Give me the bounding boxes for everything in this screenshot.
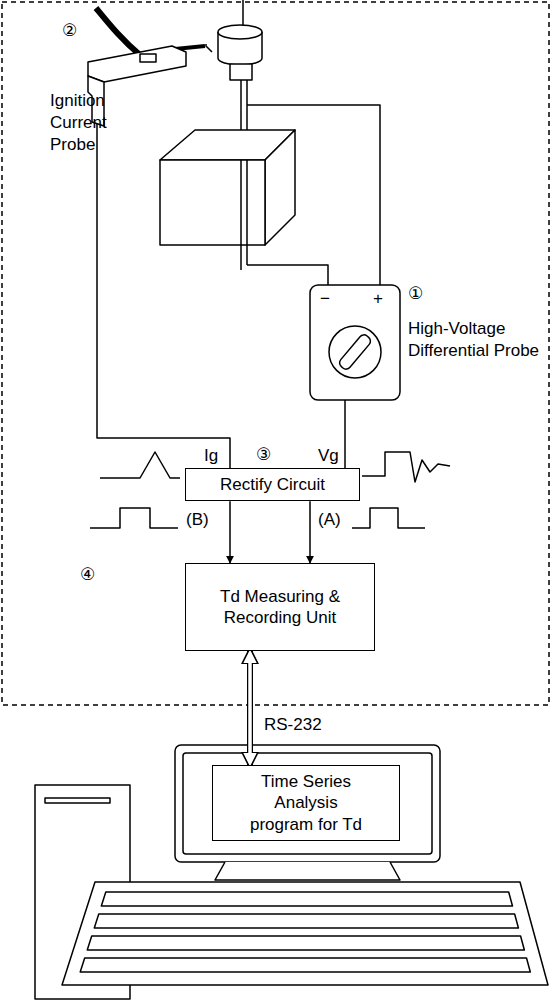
differential-probe-body <box>310 285 400 400</box>
terminal-sign: − <box>320 288 330 310</box>
arrow-core <box>248 661 252 755</box>
key-row <box>94 914 518 928</box>
signal-arrow <box>229 501 231 563</box>
drive-slot <box>45 798 110 803</box>
probe-wire <box>247 265 328 285</box>
edge-label: (A) <box>318 509 341 531</box>
callout-number: ③ <box>256 444 271 466</box>
keyboard <box>62 882 548 985</box>
td-measuring-unit-box: Td Measuring & Recording Unit <box>185 563 375 651</box>
key-row <box>80 958 530 972</box>
keyboard-rows <box>80 892 530 972</box>
probe-cable <box>96 8 140 55</box>
voltage-signal-wire <box>344 400 346 468</box>
system-boundary <box>2 2 549 705</box>
a-pulse <box>352 508 425 528</box>
monitor-screen <box>183 753 432 854</box>
signal-name: Ig <box>204 445 218 467</box>
callout-number: ④ <box>80 564 95 586</box>
b-pulse <box>90 508 178 528</box>
part-name: High-Voltage Differential Probe <box>408 318 546 362</box>
probe-wire <box>247 105 380 285</box>
callout-number: ② <box>62 20 77 42</box>
rectify-circuit-box: Rectify Circuit <box>185 468 360 501</box>
analysis-program-box: Time Series Analysis program for Td <box>212 765 400 841</box>
monitor <box>175 745 440 862</box>
engine-block <box>160 130 295 245</box>
edge-label: RS-232 <box>264 714 322 736</box>
terminal-sign: + <box>373 288 383 310</box>
signal-arrow <box>247 651 253 765</box>
ig-waveform <box>100 452 180 478</box>
edge-label: (B) <box>186 509 209 531</box>
callout-number: ① <box>408 283 423 305</box>
key-row <box>87 936 524 950</box>
monitor-stand <box>215 862 400 880</box>
current-signal-wire <box>97 124 230 468</box>
key-row <box>101 892 512 906</box>
box-text: Td Measuring & Recording Unit <box>219 586 341 629</box>
ignition-rod <box>240 160 242 270</box>
signal-arrow <box>309 501 311 563</box>
part-name: Ignition Current Probe <box>50 90 130 156</box>
vg-waveform <box>362 452 450 482</box>
probe-dial <box>329 326 381 378</box>
signal-name: Vg <box>318 445 339 467</box>
ignition-rod <box>246 160 248 265</box>
ignition-coil <box>206 25 262 80</box>
probe-dial-knob <box>338 333 373 371</box>
box-text: Time Series Analysis program for Td <box>242 771 370 835</box>
box-text: Rectify Circuit <box>220 474 325 495</box>
